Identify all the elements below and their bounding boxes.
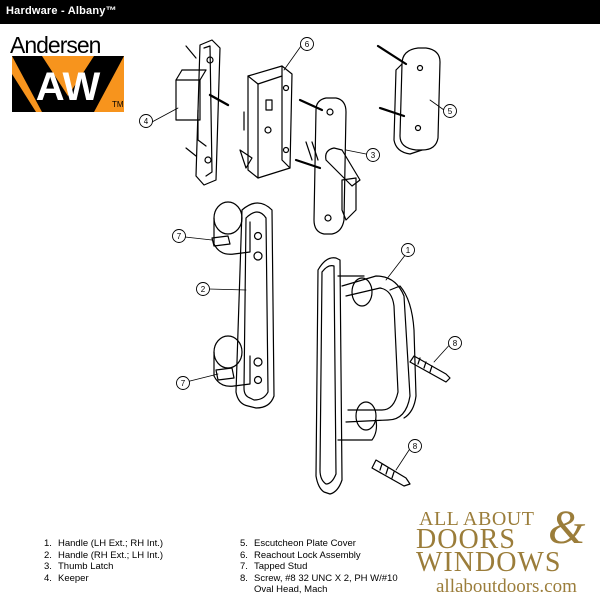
watermark-ampersand: &	[548, 501, 586, 554]
andersen-logo-wordmark: Andersen	[10, 32, 101, 58]
legend-item: 4.Keeper	[44, 572, 89, 584]
callout-3	[366, 148, 380, 162]
header-bar: Hardware - Albany™	[0, 0, 600, 24]
legend-item: 2.Handle (RH Ext.; LH Int.)	[44, 549, 164, 561]
parts-legend-right: 5.Escutcheon Plate Cover 6.Reachout Lock…	[240, 538, 398, 596]
legend-item: Oval Head, Mach	[254, 584, 328, 596]
callout-2-label: 2	[201, 285, 206, 294]
callout-6	[300, 37, 314, 51]
callout-8a	[448, 336, 462, 350]
callout-1	[401, 243, 415, 257]
legend-item: 1.Handle (LH Ext.; RH Int.)	[44, 538, 164, 549]
callout-7b-label: 7	[181, 379, 186, 388]
andersen-aw-logo: AW	[12, 56, 124, 112]
callout-4-label: 4	[144, 117, 149, 126]
callout-1-label: 1	[406, 246, 411, 255]
tapped-stud-parts	[211, 235, 235, 381]
callout-7a-label: 7	[177, 232, 182, 241]
thumb-latch-part	[294, 97, 361, 235]
callout-5	[443, 104, 457, 118]
parts-legend-left: 1.Handle (LH Ext.; RH Int.) 2.Handle (RH…	[44, 538, 163, 584]
legend-item: 7.Tapped Stud	[240, 561, 308, 573]
leader-lines	[151, 45, 454, 471]
callout-6-label: 6	[305, 40, 310, 49]
page-title: Hardware - Albany™	[6, 5, 117, 17]
callout-3-label: 3	[371, 151, 376, 160]
callout-4	[139, 114, 153, 128]
callouts	[139, 37, 462, 453]
watermark-line3: WINDOWS	[416, 547, 562, 578]
callout-8a-label: 8	[453, 339, 458, 348]
legend-item: 6.Reachout Lock Assembly	[240, 549, 361, 561]
watermark-line2: DOORS	[416, 524, 516, 555]
escutcheon-cover-part	[376, 44, 441, 155]
handle-1-part	[315, 257, 417, 495]
logo-tm: TM	[112, 100, 124, 109]
callout-8b	[408, 439, 422, 453]
callout-5-label: 5	[448, 107, 453, 116]
legend-item: 5.Escutcheon Plate Cover	[240, 538, 356, 549]
legend-item: 3.Thumb Latch	[44, 561, 114, 573]
handle-2-part	[213, 201, 275, 409]
keeper-part	[175, 39, 230, 186]
logo-monogram: AW	[36, 65, 101, 109]
legend-item: 8.Screw, #8 32 UNC X 2, PH W/#10	[240, 572, 398, 584]
reachout-lock-part	[239, 65, 293, 179]
callout-8b-label: 8	[413, 442, 418, 451]
callout-7a	[172, 229, 186, 243]
callout-7b	[176, 376, 190, 390]
watermark-url: allaboutdoors.com	[436, 576, 577, 597]
callout-2	[196, 282, 210, 296]
screw-parts	[371, 355, 451, 487]
watermark-line1: ALL ABOUT	[419, 508, 535, 530]
